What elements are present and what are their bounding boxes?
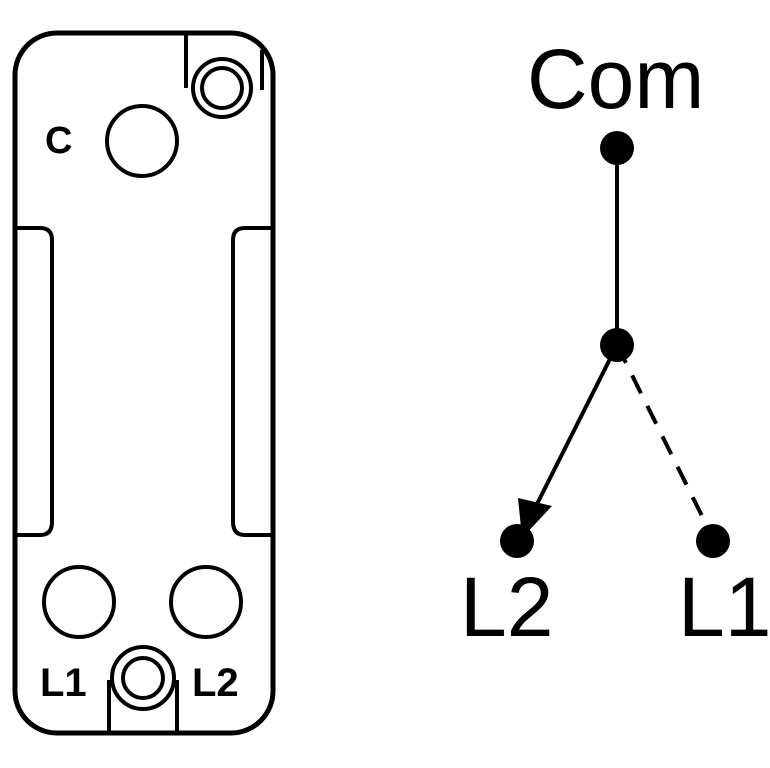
- switch-arm-to-l2: [531, 344, 619, 513]
- right-side-notch: [231, 226, 273, 537]
- l1-node: [696, 524, 730, 558]
- plate-outline: [12, 30, 276, 736]
- terminal-l2-hole: [169, 565, 243, 639]
- schematic: Com L2 L1: [460, 32, 770, 654]
- bottom-screw-tab: [107, 680, 179, 731]
- pivot-node: [600, 328, 634, 362]
- l2-label: L2: [460, 560, 553, 654]
- top-screw-tab: [184, 35, 264, 90]
- l1-label: L1: [678, 560, 770, 654]
- left-side-notch: [15, 226, 54, 537]
- terminal-common-hole: [105, 104, 179, 178]
- top-screw-outer: [191, 57, 253, 119]
- terminal-common-label: C: [45, 120, 72, 162]
- l2-node: [500, 524, 534, 558]
- dashed-path-to-l1: [615, 344, 710, 529]
- bottom-screw-inner: [121, 656, 165, 700]
- common-label: Com: [527, 32, 704, 126]
- common-node: [600, 131, 634, 165]
- switch-plate: [12, 30, 276, 736]
- terminal-l1-label: L1: [40, 661, 87, 705]
- top-screw-inner: [200, 66, 244, 110]
- terminal-l2-label: L2: [192, 661, 239, 705]
- terminal-l1-hole: [42, 565, 116, 639]
